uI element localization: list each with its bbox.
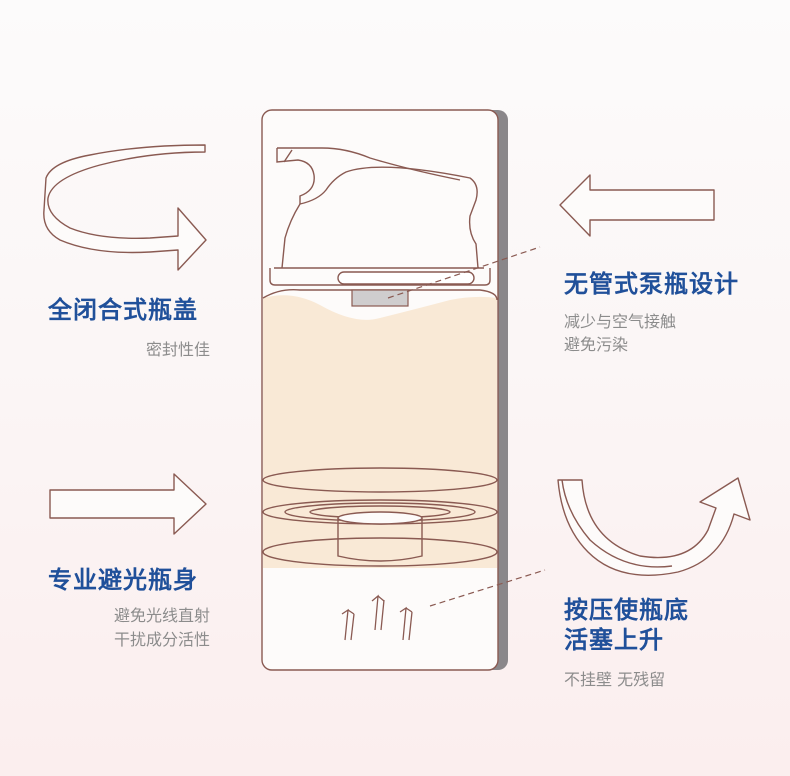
pump-head-icon xyxy=(269,147,491,286)
right-arrow-icon xyxy=(49,473,207,535)
tubeless-pump-title: 无管式泵瓶设计 xyxy=(564,270,739,298)
tubeless-pump-subtitle-2: 避免污染 xyxy=(564,335,629,354)
left-arrow-icon xyxy=(559,174,715,237)
rotate-arrow-icon xyxy=(43,144,207,271)
valve-icon xyxy=(351,289,409,307)
valve-slot xyxy=(337,271,475,285)
piston-title-1: 按压使瓶底 xyxy=(564,596,689,624)
piston-title-2: 活塞上升 xyxy=(564,626,664,654)
closed-cap-subtitle: 密封性佳 xyxy=(145,340,210,359)
closed-cap-title: 全闭合式瓶盖 xyxy=(48,296,198,324)
light-proof-title: 专业避光瓶身 xyxy=(48,566,198,594)
leader-line-top xyxy=(387,246,541,299)
tubeless-pump-subtitle-1: 减少与空气接触 xyxy=(564,312,677,331)
leader-line-bottom xyxy=(429,569,546,607)
curved-up-arrow-icon xyxy=(557,477,751,576)
liquid-fill xyxy=(263,295,497,568)
light-proof-subtitle-1: 避免光线直射 xyxy=(113,606,210,625)
light-proof-subtitle-2: 干扰成分活性 xyxy=(113,630,210,649)
piston-subtitle: 不挂壁 无残留 xyxy=(564,670,666,689)
piston-icon xyxy=(262,467,498,567)
up-arrows-icon xyxy=(341,594,413,641)
